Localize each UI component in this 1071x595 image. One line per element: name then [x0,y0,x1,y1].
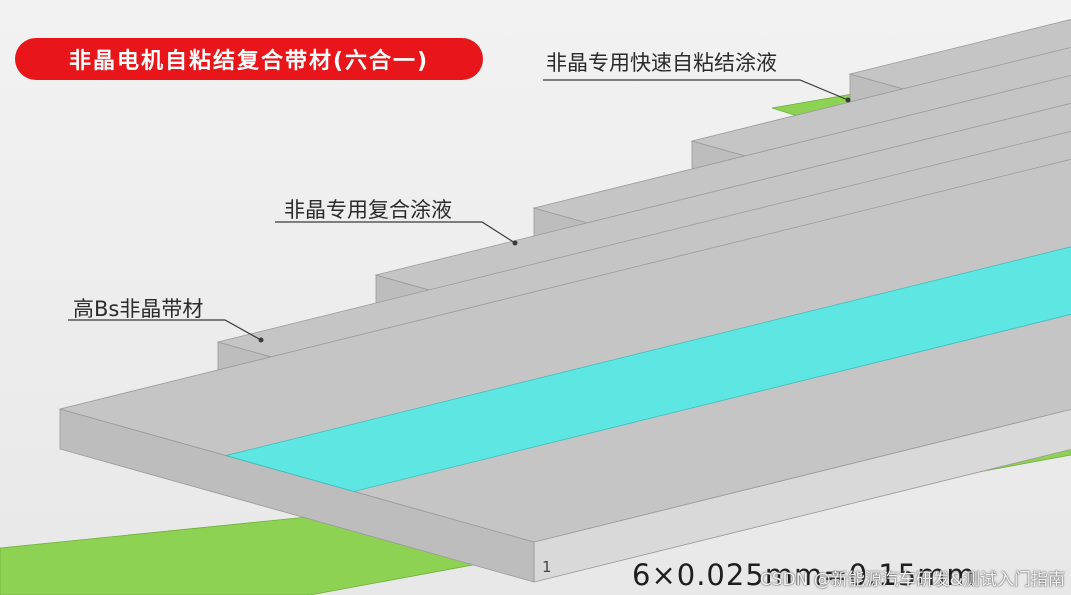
layer-stack: 654321 [0,19,1071,595]
coating-strip-1 [224,246,1071,492]
leader-ribbon-dot [258,337,264,343]
leader-composite-coating-dot [512,240,518,246]
leader-fast-coating [543,79,849,101]
diagram-title: 非晶电机自粘结复合带材(六合一) [68,49,430,74]
layer-number: 1 [542,558,552,576]
leader-ribbon [68,319,262,341]
label-ribbon: 高Bs非晶带材 [73,297,204,321]
label-composite-coating: 非晶专用复合涂液 [284,198,452,222]
watermark: CSDN @新能源汽车研发&测试入门指南 [759,570,1065,590]
leader-composite-coating [275,221,516,244]
leader-lines [68,79,851,343]
thickness-formula: 6×0.025mm=0.15mm [632,558,976,592]
title-banner: 非晶电机自粘结复合带材(六合一) [15,38,483,80]
leader-fast-coating-dot [845,97,851,103]
label-fast-coating: 非晶专用快速自粘结涂液 [546,51,777,75]
